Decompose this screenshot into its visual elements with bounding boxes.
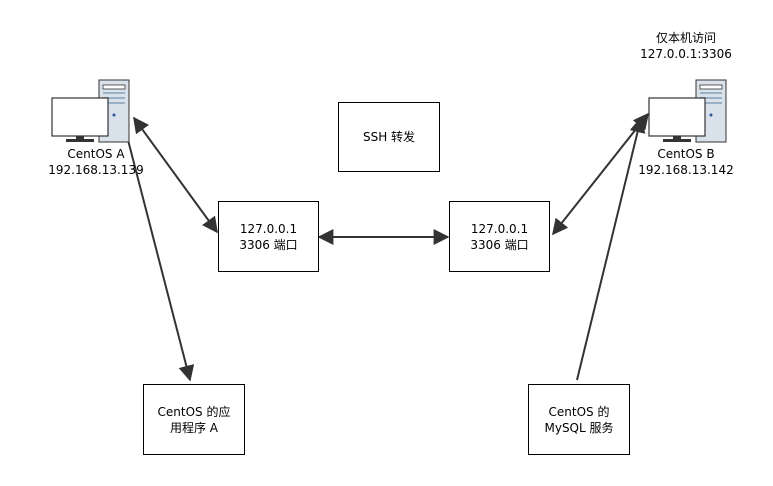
computer-icon [648,79,727,143]
port-box-left: 127.0.0.1 3306 端口 [218,201,319,272]
machine-a-label: CentOS A 192.168.13.139 [36,146,156,178]
service-b-line1: CentOS 的 [548,404,610,419]
app-a-line2: 用程序 A [169,420,219,435]
machine-b-ip: 192.168.13.142 [638,163,734,177]
edge-a-to-app [127,139,195,382]
machine-a-name: CentOS A [67,147,125,161]
port-box-right: 127.0.0.1 3306 端口 [449,201,550,272]
machine-b-label: CentOS B 192.168.13.142 [626,146,746,178]
app-a-line1: CentOS 的应 [157,404,231,419]
service-b-line2: MySQL 服务 [544,420,614,435]
machine-b-note: 仅本机访问 127.0.0.1:3306 [626,30,746,62]
port-right-ip: 127.0.0.1 [470,221,529,236]
computer-icon [51,79,130,143]
port-right-port: 3306 端口 [470,237,529,252]
machine-a-ip: 192.168.13.139 [48,163,144,177]
mysql-service-box: CentOS 的 MySQL 服务 [528,384,630,455]
machine-b-note-line1: 仅本机访问 [655,31,716,45]
edge-a-to-port-left [133,116,218,234]
app-a-box: CentOS 的应 用程序 A [143,384,245,455]
edge-b-to-service [576,116,646,381]
ssh-forward-title: SSH 转发 [362,130,416,144]
ssh-forward-box: SSH 转发 [338,102,440,172]
edge-port-right-to-b [552,112,649,236]
port-left-ip: 127.0.0.1 [239,221,298,236]
machine-b-note-line2: 127.0.0.1:3306 [640,47,732,61]
port-left-port: 3306 端口 [239,237,298,252]
machine-b-name: CentOS B [657,147,715,161]
